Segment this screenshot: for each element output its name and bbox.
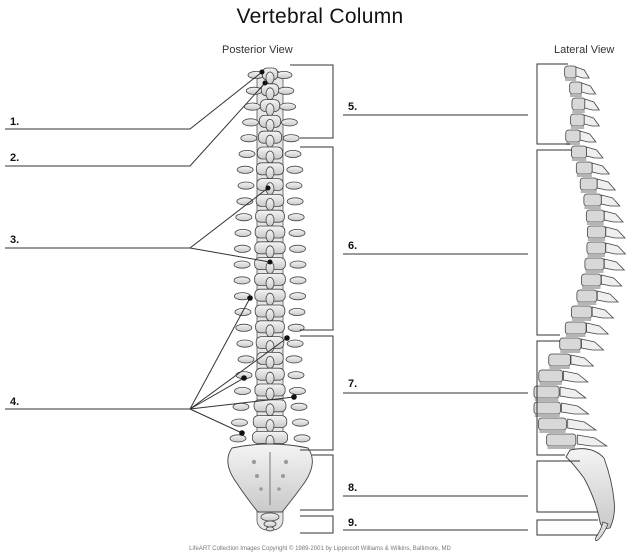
posterior-vertebra [245,83,295,101]
posterior-view-label: Posterior View [222,44,293,56]
posterior-vertebra [229,430,311,448]
posterior-vertebra [232,399,308,417]
lateral-sacrum [565,448,615,529]
label-number-2: 2. [10,152,20,164]
posterior-vertebra [233,272,307,290]
lateral-vertebra [548,353,595,369]
answer-lines-middle [343,114,528,531]
posterior-vertebra [238,146,302,164]
lateral-vertebra [564,65,590,81]
lateral-region-brackets [536,63,598,536]
label-number-6: 6. [348,240,358,252]
lateral-vertebra [564,321,610,337]
lateral-vertebra [576,289,620,305]
lateral-vertebra [570,113,601,129]
lateral-vertebra [579,177,617,193]
lateral-vertebrae [533,65,627,449]
label-number-7: 7. [348,378,358,390]
label-number-4: 4. [10,396,20,408]
label-number-8: 8. [348,482,358,494]
copyright-notice: LifeART Collection Images Copyright © 19… [189,546,451,552]
posterior-vertebra [243,99,297,116]
posterior-vertebra [233,288,307,306]
posterior-vertebra [242,115,298,132]
lateral-vertebra [546,433,609,449]
lateral-vertebra [585,209,625,225]
lateral-vertebra [586,225,626,241]
sacral-foramina [251,459,289,491]
posterior-vertebra [237,351,303,369]
lateral-vertebra [581,273,623,289]
posterior-vertebra [234,225,306,243]
lateral-vertebra [570,305,615,321]
label-number-1: 1. [10,116,20,128]
lateral-vertebra [583,193,621,209]
posterior-vertebrae [229,67,311,448]
lateral-coccyx [594,521,609,541]
answer-lines-left [5,71,295,434]
posterior-vertebra [236,162,304,180]
lateral-vertebra [533,401,590,417]
lateral-vertebra [569,81,597,97]
lateral-vertebra [571,97,601,113]
label-number-3: 3. [10,234,20,246]
posterior-vertebra [233,241,307,259]
posterior-vertebra [247,67,293,85]
posterior-vertebra [240,130,300,148]
pointer-dots [239,69,297,436]
posterior-coccyx [260,512,280,532]
posterior-vertebra [236,193,304,211]
lateral-vertebra [575,161,611,177]
lateral-vertebra [584,257,626,273]
diagram-title: Vertebral Column [236,5,404,28]
lateral-vertebra [571,145,604,161]
posterior-vertebra [235,367,305,385]
label-number-5: 5. [348,101,358,113]
lateral-vertebra [538,369,589,385]
lateral-vertebra [565,129,597,145]
label-number-9: 9. [348,517,358,529]
posterior-vertebra [234,383,306,401]
posterior-vertebra [231,415,309,433]
lateral-vertebra [533,385,587,401]
posterior-vertebra [235,209,305,227]
posterior-vertebra [234,304,306,322]
posterior-vertebra [235,320,305,338]
lateral-vertebra [586,241,627,257]
lateral-vertebra [559,337,605,353]
lateral-view-label: Lateral View [554,44,615,56]
posterior-region-brackets [290,64,334,534]
lateral-vertebra [538,417,598,433]
